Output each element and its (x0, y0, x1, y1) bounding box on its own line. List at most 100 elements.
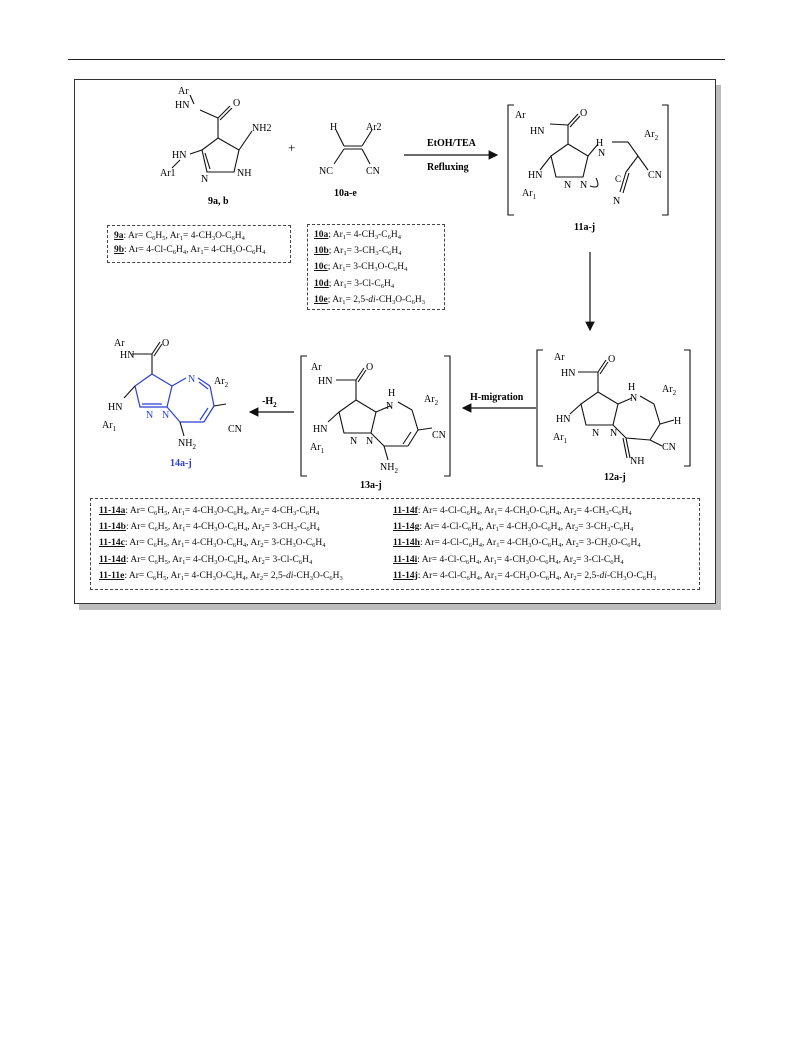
box10-row-10d: 10d; Ar1= 3-Cl-C6H4 (314, 278, 395, 290)
box9-row-9a: 9a: Ar= C6H5, Ar1= 4-CH3O-C6H4 (114, 231, 245, 242)
compound-13-hn: HN (318, 376, 332, 387)
compound-13-label: 13a-j (360, 480, 382, 491)
compound-14-substituents (123, 341, 227, 437)
compound-11-n3: N (613, 196, 620, 207)
compound-11-n: N (598, 148, 605, 159)
compound-10-label: 10a-e (334, 188, 357, 199)
substituent-box-9: 9a: Ar= C6H5, Ar1= 4-CH3O-C6H4 9b: Ar= 4… (107, 225, 291, 263)
box11-row-h: 11-14h: Ar= 4-Cl-C6H4, Ar1= 4-CH3O-C6H4,… (393, 538, 641, 550)
compound-13-cn: CN (432, 430, 446, 441)
compound-9-o: O (233, 98, 240, 109)
compound-11-nh: N (580, 180, 587, 191)
compound-14-hn2: HN (108, 402, 122, 413)
substituent-box-11-14: 11-14a: Ar= C6H5, Ar1= 4-CH3O-C6H4, Ar2=… (90, 498, 700, 590)
box11-row-j: 11-14j: Ar= 4-Cl-C6H4, Ar1= 4-CH3O-C6H4,… (393, 570, 657, 582)
compound-14-label: 14a-j (170, 458, 192, 469)
compound-10-cn: CN (366, 166, 380, 177)
compound-9-structure (171, 94, 253, 173)
compound-14-ar1: Ar1 (102, 420, 117, 433)
compound-11-o: O (580, 108, 587, 119)
box11-row-f: 11-14f: Ar= 4-Cl-C6H4, Ar1= 4-CH3O-C6H4,… (393, 506, 632, 517)
compound-11-hn: HN (530, 126, 544, 137)
compound-13-n3: N (366, 436, 373, 447)
box11-row-i: 11-14i: Ar= 4-Cl-C6H4, Ar1= 4-CH3O-C6H4,… (393, 554, 624, 566)
compound-13-ar2: Ar2 (424, 394, 439, 407)
compound-12-structure (536, 349, 691, 467)
compound-9-hn: HN (175, 100, 189, 111)
compound-14-n3: N (162, 410, 169, 421)
compound-13-n: N (386, 401, 393, 412)
compound-12-o: O (608, 354, 615, 365)
compound-12-cn: CN (662, 442, 676, 453)
compound-14-n2: N (146, 410, 153, 421)
box10-row-10e: 10e; Ar1= 2,5-di-CH3O-C6H3 (314, 294, 426, 306)
compound-13-structure (300, 355, 451, 477)
compound-11-n2: N (564, 180, 571, 191)
box11-row-e: 11-11e: Ar= C6H5, Ar1= 4-CH3O-C6H4, Ar2=… (99, 570, 343, 582)
box10-row-10b: 10b; Ar1= 3-CH3-C6H4 (314, 246, 402, 258)
box11-row-g: 11-14g: Ar= 4-Cl-C6H4, Ar1= 4-CH3O-C6H4,… (393, 522, 634, 534)
compound-11-cn: CN (648, 170, 662, 181)
compound-12-ar: Ar (554, 352, 565, 363)
compound-14-nh2: NH2 (178, 438, 196, 451)
compound-10-nc: NC (319, 166, 333, 177)
compound-12-nh: NH (630, 456, 644, 467)
compound-9-hn2: HN (172, 150, 186, 161)
compound-12-n3: N (610, 428, 617, 439)
compound-14-n: N (188, 374, 195, 385)
compound-12-h: H (628, 382, 635, 393)
box11-left-column: 11-14a: Ar= C6H5, Ar1= 4-CH3O-C6H4, Ar2=… (99, 503, 343, 584)
plus-sign: + (288, 140, 295, 155)
box11-right-column: 11-14f: Ar= 4-Cl-C6H4, Ar1= 4-CH3O-C6H4,… (393, 503, 656, 584)
compound-13-ar1: Ar1 (310, 442, 325, 455)
compound-11-c: C (615, 174, 621, 184)
compound-13-hn2: HN (313, 424, 327, 435)
arrow-1-bottom-label: Refluxing (427, 162, 469, 173)
minus-h2-label: -H2 (262, 396, 277, 409)
compound-14-cn: CN (228, 424, 242, 435)
header-rule (68, 59, 725, 60)
compound-14-ar: Ar (114, 338, 125, 349)
compound-12-hn: HN (561, 368, 575, 379)
compound-12-n: N (630, 393, 637, 404)
compound-14-hn: HN (120, 350, 134, 361)
compound-13-ar: Ar (311, 362, 322, 373)
compound-12-n2: N (592, 428, 599, 439)
compound-11-label: 11a-j (574, 222, 595, 233)
compound-12-ar2: Ar2 (662, 384, 677, 397)
box9-row-9b: 9b: Ar= 4-Cl-C6H4, Ar1= 4-CH3O-C6H4 (114, 244, 266, 256)
box11-row-d: 11-14d: Ar= C6H5, Ar1= 4-CH3O-C6H4, Ar2=… (99, 554, 313, 566)
compound-14-o: O (162, 338, 169, 349)
substituent-box-10: 10a; Ar1= 4-CH3-C6H4 10b; Ar1= 3-CH3-C6H… (307, 224, 445, 310)
compound-13-nh2: NH2 (380, 462, 398, 475)
compound-13-o: O (366, 362, 373, 373)
compound-11-ar1: Ar1 (522, 188, 537, 201)
h-migration-label: H-migration (470, 392, 524, 403)
compound-10-h: H (330, 122, 337, 133)
compound-9-ar1: Ar1 (160, 168, 176, 179)
compound-12-hn2: HN (556, 414, 570, 425)
compound-11-h: H (596, 138, 603, 149)
compound-10-ar2: Ar2 (366, 122, 382, 133)
compound-9-ar: Ar (178, 86, 189, 97)
compound-13-n2: N (350, 436, 357, 447)
compound-9-label: 9a, b (208, 196, 229, 207)
box11-row-b: 11-14b: Ar= C6H5, Ar1= 4-CH3O-C6H4, Ar2=… (99, 522, 320, 534)
compound-12-ar1: Ar1 (553, 432, 568, 445)
compound-9-nh: NH (237, 168, 251, 179)
arrow-1-top-label: EtOH/TEA (427, 138, 477, 149)
box11-row-c: 11-14c: Ar= C6H5, Ar1= 4-CH3O-C6H4, Ar2=… (99, 538, 326, 550)
scheme-frame (74, 79, 716, 604)
compound-9-n: N (201, 174, 208, 185)
compound-9-nh2: NH2 (252, 123, 271, 134)
compound-12-h2: H (674, 416, 681, 427)
compound-12-label: 12a-j (604, 472, 626, 483)
compound-11-structure (507, 104, 669, 216)
compound-14-ar2: Ar2 (214, 376, 229, 389)
compound-11-ar2: Ar2 (644, 129, 659, 142)
compound-14-structure (134, 373, 215, 423)
compound-13-h: H (388, 388, 395, 399)
compound-11-ar: Ar (515, 110, 526, 121)
compound-11-hn2: HN (528, 170, 542, 181)
